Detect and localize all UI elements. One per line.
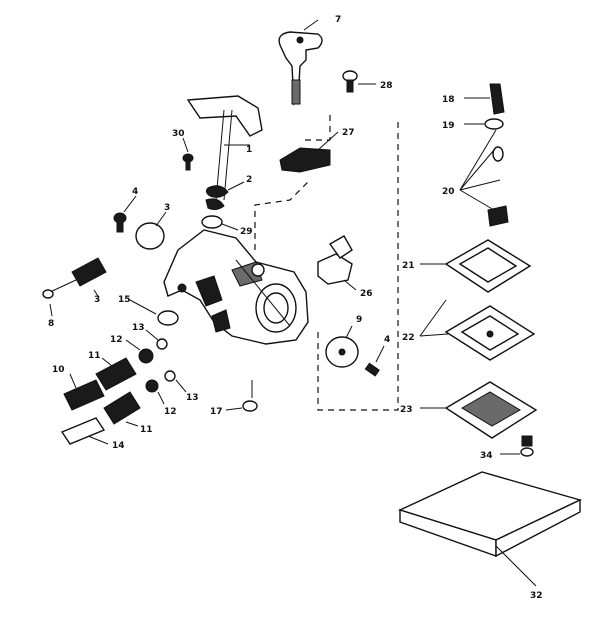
label-29: 29: [240, 227, 253, 237]
part-21-gasket: [420, 239, 532, 293]
part-34-screw: [500, 435, 534, 457]
part-23-diaphragm-cover: [420, 381, 538, 439]
label-1: 1: [246, 145, 252, 155]
reference-labels: 7 28 27 30 1 2 29 4 3 3 8 15 13 12 11 10…: [48, 15, 543, 601]
label-3-bottom: 3: [94, 295, 100, 305]
label-26: 26: [360, 289, 373, 299]
label-7: 7: [335, 15, 341, 25]
label-12-top: 12: [110, 335, 123, 345]
label-18: 18: [442, 95, 455, 105]
part-20-needle-set: [459, 129, 509, 227]
label-11-top: 11: [88, 351, 101, 361]
part-11-spring-upper: [95, 357, 137, 391]
part-11-spring-lower: [103, 391, 141, 427]
label-2: 2: [246, 175, 252, 185]
part-12-washer-lower: [145, 379, 165, 405]
part-8-screw-head: [42, 289, 54, 317]
part-12-washer-upper: [125, 339, 154, 364]
part-13-washer-lower: [164, 370, 187, 393]
part-10-needle: [63, 373, 105, 411]
part-18-spring: [464, 83, 505, 115]
label-14: 14: [112, 441, 125, 451]
part-choke-shaft: [186, 95, 263, 201]
part-30-screw: [182, 137, 194, 171]
part-27-bracket: [279, 131, 339, 173]
label-34: 34: [480, 451, 493, 461]
label-28: 28: [380, 81, 393, 91]
label-30: 30: [172, 129, 185, 139]
label-27: 27: [342, 128, 355, 138]
label-19: 19: [442, 121, 455, 131]
part-14-needle: [60, 417, 109, 445]
label-23: 23: [400, 405, 413, 415]
part-4-screw-left: [113, 195, 137, 233]
label-10: 10: [52, 365, 65, 375]
part-4-screw-right: [364, 345, 385, 377]
part-5-idle-screw: [49, 257, 107, 297]
part-3-throttle-plate: [135, 211, 167, 250]
label-15: 15: [118, 295, 131, 305]
label-11-bottom: 11: [140, 425, 153, 435]
part-7-throttle-lever: [278, 19, 323, 106]
label-9: 9: [356, 315, 362, 325]
label-17: 17: [210, 407, 223, 417]
part-2-spring: [205, 181, 245, 211]
label-3-top: 3: [164, 203, 170, 213]
part-29-ring: [201, 215, 239, 231]
part-26-inlet-fitting: [317, 235, 357, 291]
label-32: 32: [530, 591, 543, 601]
part-28-screw: [342, 70, 376, 93]
part-17-plug: [225, 380, 258, 412]
part-32-air-filter: [398, 471, 582, 587]
part-15-ring: [129, 299, 179, 326]
label-8: 8: [48, 319, 54, 329]
carburetor-body: [163, 229, 309, 345]
assembly-dashed-outline: [254, 115, 399, 411]
label-22: 22: [402, 333, 415, 343]
part-9-plate-right: [325, 325, 359, 368]
label-4-right: 4: [384, 335, 390, 345]
part-13-washer-upper: [145, 329, 168, 350]
part-19-washer: [464, 118, 504, 130]
label-13-bottom: 13: [186, 393, 199, 403]
label-13-top: 13: [132, 323, 145, 333]
label-20: 20: [442, 187, 455, 197]
label-21: 21: [402, 261, 415, 271]
label-4-left: 4: [132, 187, 138, 197]
label-12-bottom: 12: [164, 407, 177, 417]
part-22-diaphragm: [419, 299, 536, 361]
